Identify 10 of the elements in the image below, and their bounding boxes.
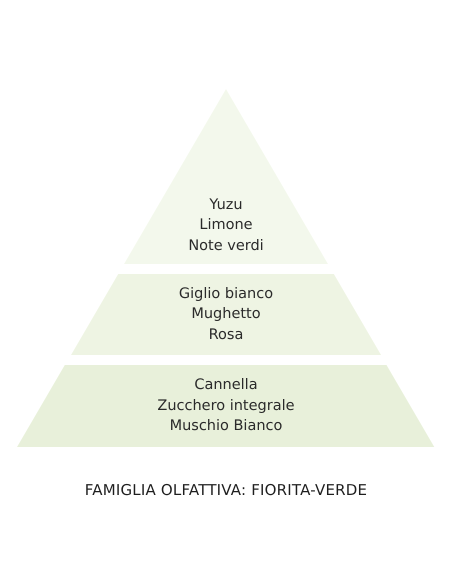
note-text: Cannella [194, 376, 258, 396]
note-text: Mughetto [191, 305, 261, 324]
note-text: Rosa [208, 326, 244, 345]
note-text: Note verdi [188, 236, 264, 256]
note-text: Zucchero integrale [157, 396, 295, 416]
note-text: Muschio Bianco [170, 417, 282, 436]
caption: FAMIGLIA OLFATTIVA: FIORITA-VERDE [84, 481, 368, 499]
note-text: Limone [199, 216, 253, 235]
note-text: Giglio bianco [178, 284, 274, 304]
note-text: Yuzu [209, 196, 243, 214]
